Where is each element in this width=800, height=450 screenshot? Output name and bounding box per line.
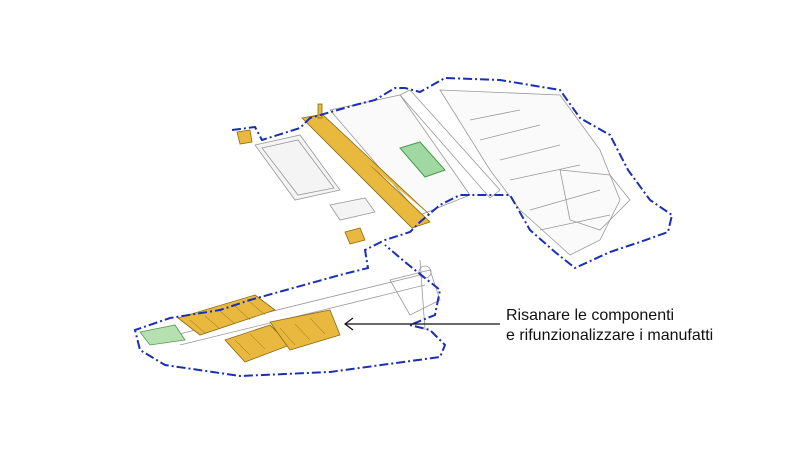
building-hatching [189,301,326,356]
highlighted-buildings [177,103,431,363]
annotation-line-2: e rifunzionalizzare i manufatti [506,327,714,344]
annotation-text: Risanare le componenti e rifunzionalizza… [506,306,713,346]
green-field [399,141,446,178]
context-linework [174,89,631,346]
green-park [139,324,186,346]
annotation-line-1: Risanare le componenti [506,307,675,324]
project-boundary [133,76,674,378]
annotation-arrow [344,317,500,331]
